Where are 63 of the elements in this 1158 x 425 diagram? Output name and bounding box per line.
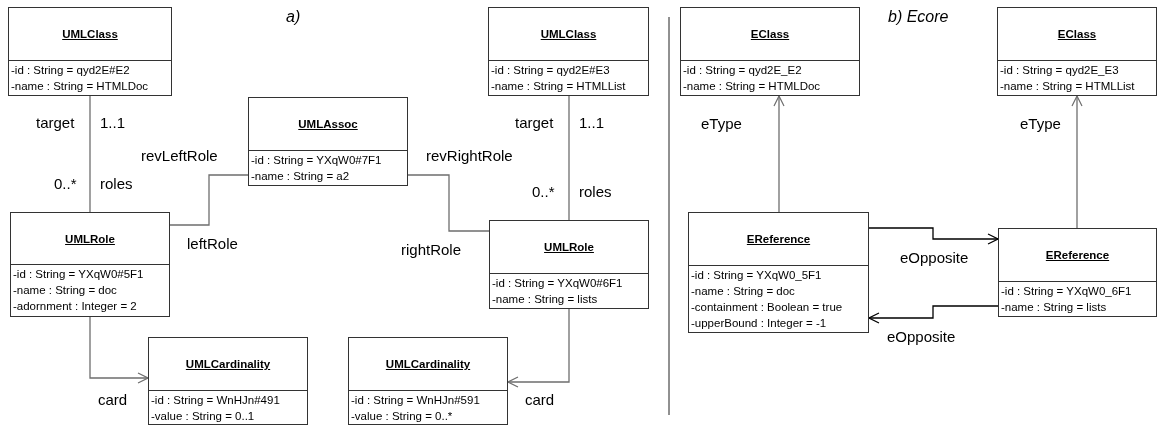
object-name: UMLClass <box>62 28 118 40</box>
uml-object-box <box>488 7 649 96</box>
attribute-text: -id : String = YXqW0_5F1 <box>691 268 823 283</box>
attribute-text: -id : String = WnHJn#591 <box>351 393 481 408</box>
edge-label: eOpposite <box>886 328 957 346</box>
object-name: UMLRole <box>65 232 115 245</box>
attribute-text: -upperBound : Integer = -1 <box>691 316 828 331</box>
attribute-text: -name : String = lists <box>1001 300 1108 315</box>
attribute-text: -id : String = qyd2E_E3 <box>1000 63 1120 78</box>
association-line <box>507 308 570 388</box>
association-line <box>89 316 149 384</box>
association-line <box>169 174 249 226</box>
attribute-text: -adornment : Integer = 2 <box>13 299 138 314</box>
association-line <box>89 95 91 213</box>
attribute-text: -containment : Boolean = true <box>691 300 844 315</box>
role-label: rightRole <box>400 241 463 259</box>
attribute-text: -name : String = HTMLDoc <box>11 79 150 94</box>
attribute-text: -value : String = 0..1 <box>151 409 256 424</box>
attribute-text: -value : String = 0..* <box>351 409 454 424</box>
attribute-text: -id : String = YXqW0#5F1 <box>13 267 145 282</box>
object-name: EClass <box>1057 28 1097 40</box>
uml-object-box <box>348 337 508 425</box>
association-line <box>868 305 999 324</box>
edge-label: eOpposite <box>899 249 970 267</box>
attribute-text: -id : String = qyd2E_E2 <box>683 63 803 78</box>
attribute-text: -id : String = qyd2E#E3 <box>491 63 611 78</box>
object-name: EReference <box>1045 249 1110 261</box>
object-name: UMLCardinality <box>385 358 471 370</box>
uml-object-box <box>688 212 869 333</box>
attribute-text: -id : String = WnHJn#491 <box>151 393 281 408</box>
attribute-text: -name : String = HTMLDoc <box>683 79 822 94</box>
object-name: EReference <box>746 233 811 245</box>
uml-object-box <box>997 7 1157 96</box>
attribute-text: -id : String = YXqW0#7F1 <box>251 153 383 168</box>
association-line <box>773 95 785 213</box>
attribute-text: -id : String = YXqW0_6F1 <box>1001 284 1133 299</box>
role-label: revRightRole <box>425 147 514 165</box>
attribute-text: -id : String = qyd2E#E2 <box>11 63 131 78</box>
attribute-text: -name : String = doc <box>13 283 118 298</box>
attribute-text: -id : String = YXqW0#6F1 <box>492 276 624 291</box>
association-line <box>1071 95 1083 229</box>
association-line <box>407 174 490 232</box>
object-name: UMLAssoc <box>298 118 358 130</box>
panel-heading: b) Ecore <box>887 8 950 26</box>
object-name: UMLCardinality <box>185 358 271 370</box>
uml-object-box <box>8 7 172 96</box>
object-name: UMLClass <box>540 28 597 40</box>
attribute-text: -name : String = HTMLList <box>491 79 627 94</box>
attribute-text: -name : String = doc <box>691 284 796 299</box>
association-line <box>868 227 999 245</box>
uml-object-box <box>680 7 860 96</box>
object-name: EClass <box>750 28 790 40</box>
uml-object-box <box>489 220 649 309</box>
object-name: UMLRole <box>544 241 594 253</box>
attribute-text: -name : String = a2 <box>251 169 351 184</box>
uml-object-box <box>10 212 170 317</box>
uml-object-box <box>148 337 308 425</box>
panel-heading: a) <box>285 8 302 26</box>
attribute-text: -name : String = lists <box>492 292 599 307</box>
association-line <box>568 95 570 221</box>
attribute-text: -name : String = HTMLList <box>1000 79 1136 94</box>
uml-object-box <box>998 228 1157 317</box>
uml-object-box <box>248 97 408 186</box>
